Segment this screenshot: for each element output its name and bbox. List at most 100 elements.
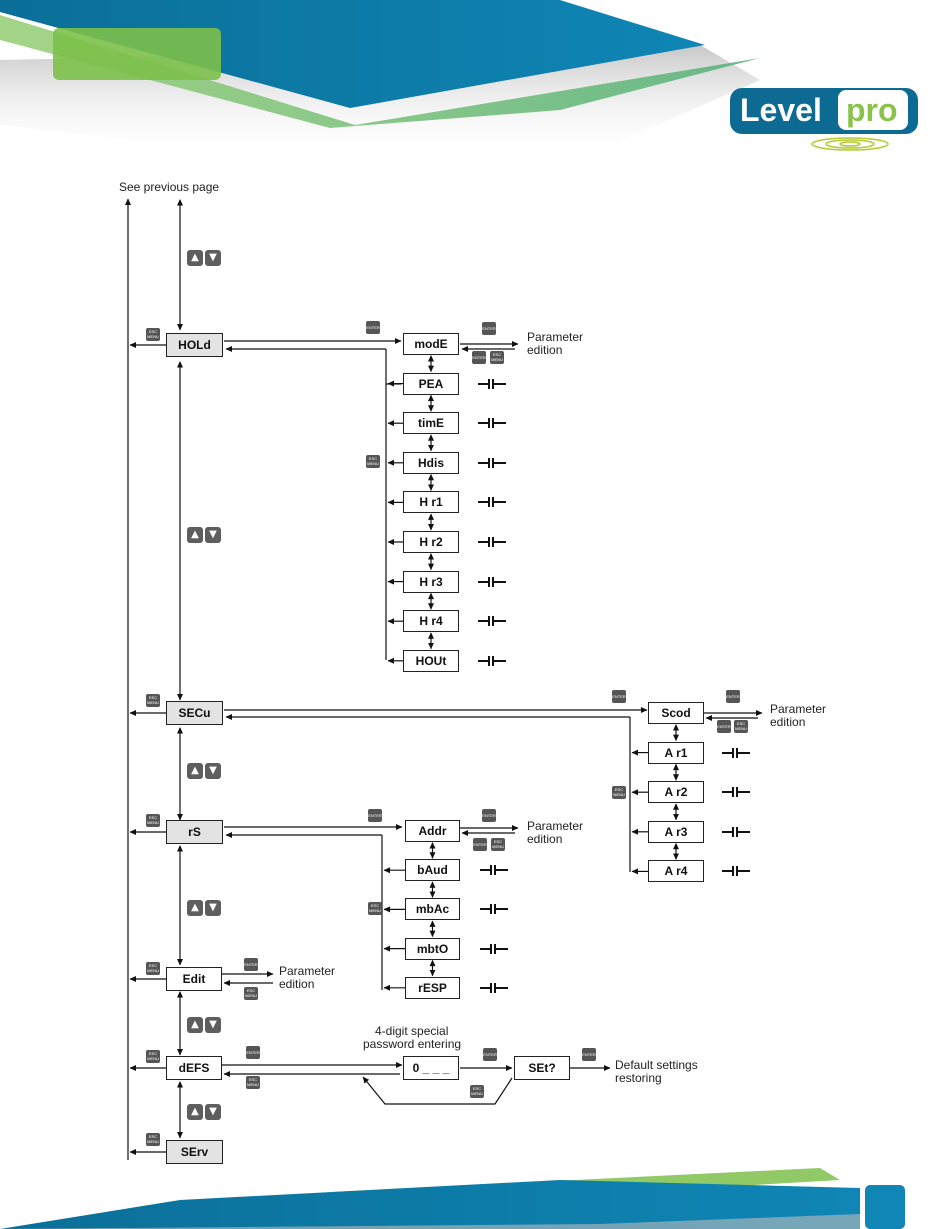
terminator-icon [478,457,506,469]
esc-key-label: ESC [492,352,502,357]
enter-key-icon: ENTER [246,1046,260,1059]
arrow-down-icon: ▼ [205,900,221,916]
hold-submenu-item[interactable]: Hdis [403,451,459,474]
secu-param-edition-1: Parameter [770,702,827,716]
menu-key-label: MENU [245,993,257,998]
password-note-line1: 4-digit special [375,1024,449,1038]
secu-param-edition-2: edition [770,715,806,729]
esc-key-label: ESC [614,787,624,792]
enter-key-label: ENTER [472,355,486,360]
esc-key-label: ESC [148,815,158,820]
arrow-down-icon: ▼ [205,250,221,266]
rs-submenu-item[interactable]: mbtO [405,937,460,960]
hold-submenu-item[interactable]: H r1 [403,491,459,514]
esc-key-label: ESC [246,988,256,993]
enter-key-icon: ENTER [582,1048,596,1061]
esc-key-label: ESC [248,1077,258,1082]
menu-defs[interactable]: dEFS [166,1056,222,1080]
secu-submenu-item[interactable]: Scod [648,702,704,724]
enter-key-label: ENTER [366,325,380,330]
enter-key-icon: ENTER [244,958,258,971]
secu-submenu-item[interactable]: A r3 [648,820,704,843]
menu-hold[interactable]: HOLd [166,333,223,357]
footer-grey-band [0,1214,860,1229]
arrow-up-icon: ▲ [187,527,203,543]
footer-blue-band [0,1180,860,1229]
menu-key-label: MENU [735,726,747,731]
enter-key-label: ENTER [483,1052,497,1057]
enter-key-label: ENTER [582,1052,596,1057]
hold-submenu-item[interactable]: H r4 [403,610,459,633]
terminator-icon [480,903,508,915]
hold-submenu-item[interactable]: HOUt [403,649,459,672]
enter-key-icon: ENTER [726,690,740,703]
terminator-icon [478,576,506,588]
menu-edit[interactable]: Edit [166,967,222,991]
brand-logo-pro [838,90,908,130]
page-number-tab [865,1185,905,1229]
menu-key-label: MENU [147,820,159,825]
terminator-icon [722,786,750,798]
secu-submenu-item[interactable]: A r4 [648,860,704,883]
set-confirm-box[interactable]: SEt? [514,1056,570,1080]
esc-key-label: ESC [493,839,503,844]
enter-key-label: ENTER [246,1050,260,1055]
menu-key-label: MENU [147,1139,159,1144]
esc-key-label: ESC [148,1051,158,1056]
rs-submenu-item[interactable]: bAud [405,859,460,882]
arrow-up-icon: ▲ [187,900,203,916]
previous-page-label: See previous page [119,180,220,194]
terminator-icon [478,378,506,390]
enter-key-label: ENTER [482,326,496,331]
esc-key-label: ESC [736,721,746,726]
hold-submenu-item[interactable]: H r2 [403,531,459,553]
header-tab [53,28,221,80]
hold-submenu-item[interactable]: timE [403,412,459,435]
enter-key-icon: ENTER [368,809,382,822]
rs-param-edition-1: Parameter [527,819,584,833]
enter-key-icon: ENTER [482,322,496,335]
brand-logo-level: Level [740,92,822,128]
hold-submenu-item[interactable]: PEA [403,372,459,395]
menu-secu[interactable]: SECu [166,701,223,725]
rs-submenu-item[interactable]: Addr [405,820,460,842]
menu-key-label: MENU [367,461,379,466]
rs-submenu-item[interactable]: rESP [405,976,460,999]
enter-key-label: ENTER [717,724,731,729]
hold-submenu-item[interactable]: modE [403,333,459,355]
arrow-down-icon: ▼ [205,763,221,779]
menu-key-label: MENU [247,1082,259,1087]
menu-key-label: MENU [492,844,504,849]
hold-submenu-item[interactable]: H r3 [403,570,459,593]
enter-key-icon: ENTER [612,690,626,703]
default-settings-line2: restoring [615,1071,662,1085]
password-box[interactable]: 0 _ _ _ [403,1056,459,1080]
rs-submenu-item[interactable]: mbAc [405,898,460,921]
enter-key-label: ENTER [244,962,258,967]
hold-param-edition-1: Parameter [527,330,584,344]
brand-logo: Level pro [730,88,918,134]
esc-key-label: ESC [370,903,380,908]
esc-key-label: ESC [148,1134,158,1139]
enter-key-icon: ENTER [473,838,487,851]
header-green-band [0,15,760,128]
enter-key-label: ENTER [368,813,382,818]
menu-key-label: MENU [147,700,159,705]
enter-key-icon: ENTER [366,321,380,334]
menu-rs[interactable]: rS [166,820,223,844]
menu-serv[interactable]: SErv [166,1140,223,1164]
menu-key-label: MENU [471,1091,483,1096]
enter-key-label: ENTER [612,694,626,699]
secu-submenu-item[interactable]: A r1 [648,741,704,764]
secu-submenu-item[interactable]: A r2 [648,781,704,804]
password-note-line2: password entering [363,1037,462,1051]
